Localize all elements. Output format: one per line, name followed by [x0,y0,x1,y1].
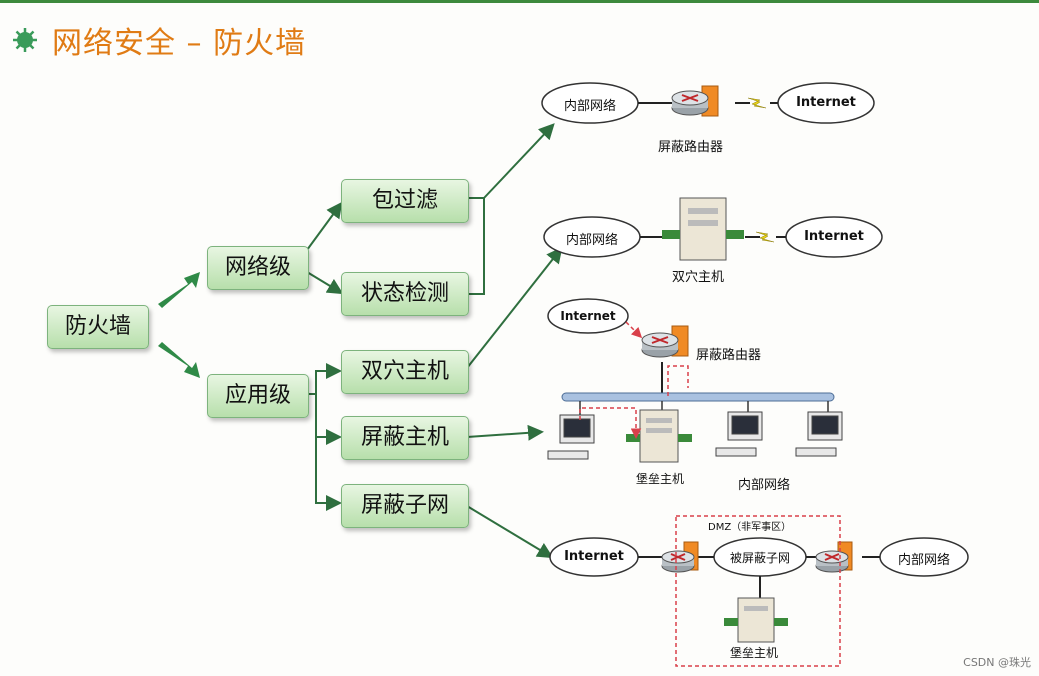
s1-internet-label: Internet [796,95,856,110]
cloud-s3-internet [547,298,629,334]
s4-subnet-label: 被屏蔽子网 [729,551,790,565]
page-title: 网络安全 – 防火墙 [52,26,307,61]
node-dual-homed-host: 双穴主机 [341,350,469,394]
computer-icons [547,411,843,460]
s3-bastion-label: 堡垒主机 [636,472,685,486]
lan-bus [561,392,835,402]
node-screened-subnet: 屏蔽子网 [341,484,469,528]
node-firewall: 防火墙 [47,305,149,349]
node-packet-filter: 包过滤 [341,179,469,223]
node-stateful-inspection: 状态检测 [341,272,469,316]
s2-internet-label: Internet [804,229,864,244]
s4-dmz-label: DMZ（非军事区） [708,522,792,533]
watermark: CSDN @珠光 [963,656,1031,669]
s1-router-label: 屏蔽路由器 [658,140,724,155]
s2-lan-label: 内部网络 [565,233,618,248]
s4-bastion-label: 堡垒主机 [730,646,779,660]
server-icon-s2 [662,197,744,261]
s3-lan-label: 内部网络 [738,478,791,493]
bastion-server-s4 [724,597,788,643]
wheel-icon [13,28,37,52]
s2-dual-host-label: 双穴主机 [672,270,725,285]
lightning-icons [747,97,775,243]
s4-lan-label: 内部网络 [897,553,950,568]
node-application-level: 应用级 [207,374,309,418]
s3-internet-label: Internet [560,309,616,323]
node-screened-host: 屏蔽主机 [341,416,469,460]
router-icons [641,85,853,573]
dmz-box [675,515,841,667]
s3-router-label: 屏蔽路由器 [696,348,762,363]
block-arrows [158,272,200,378]
node-network-level: 网络级 [207,246,309,290]
s1-lan-label: 内部网络 [563,99,616,114]
top-rule [0,0,1039,3]
s4-internet-label: Internet [564,549,624,564]
